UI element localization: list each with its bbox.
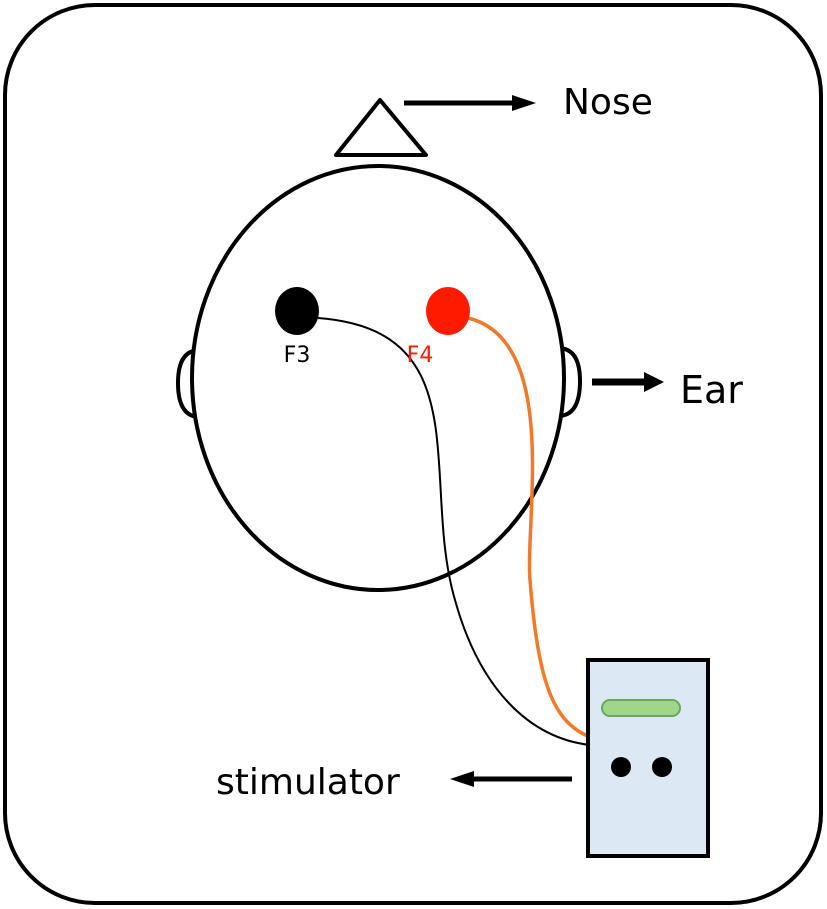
electrode-f4-label: F4 [407,343,434,368]
wire-f3 [317,317,591,746]
ear-label: Ear [680,368,743,412]
nose-triangle [334,98,428,157]
stimulator-port-left [611,757,631,777]
stimulator-port-right [652,757,672,777]
wire-f4 [467,316,591,739]
head-outline [190,164,566,592]
electrode-f3-label: F3 [284,343,311,368]
stimulator-label: stimulator [216,762,400,803]
electrode-f3 [275,287,319,335]
nose-arrow-head [512,95,536,111]
ear-arrow-head [644,372,664,392]
stimulator-indicator [601,699,681,717]
stimulator-box [586,658,710,858]
nose-label: Nose [563,82,653,123]
stimulator-arrow-head [450,771,474,787]
electrode-f4 [426,287,470,335]
